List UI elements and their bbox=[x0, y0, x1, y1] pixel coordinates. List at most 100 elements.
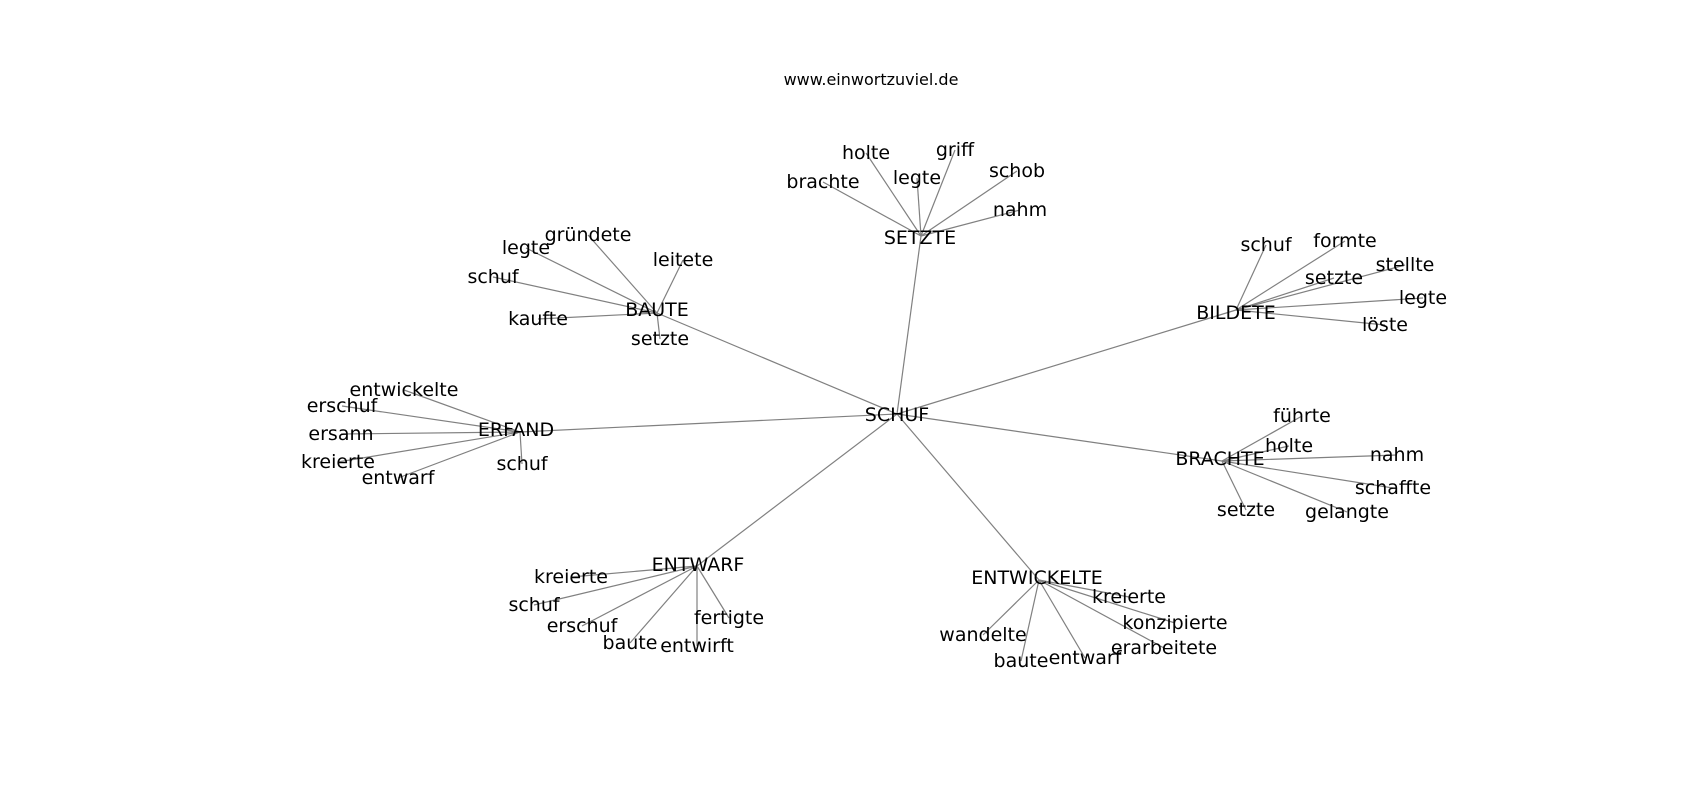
edge-root-entwarf bbox=[696, 413, 898, 567]
node-leaf-entwarf-baute: baute bbox=[603, 632, 658, 654]
node-leaf-brachte-fuehrte: führte bbox=[1273, 405, 1331, 427]
edges-layer bbox=[337, 149, 1424, 662]
node-leaf-bildete-setzte: setzte bbox=[1305, 267, 1363, 289]
edge-bildete-legte bbox=[1235, 297, 1424, 311]
edge-bildete-formte bbox=[1235, 240, 1346, 311]
edge-baute-gruendete bbox=[587, 234, 658, 314]
edge-setzte-holte bbox=[865, 152, 922, 237]
node-leaf-brachte-holte: holte bbox=[1265, 435, 1313, 457]
node-leaf-baute-kaufte: kaufte bbox=[508, 308, 568, 330]
edge-baute-schuf bbox=[492, 276, 658, 314]
node-hub-entwickelte: ENTWICKELTE bbox=[971, 567, 1103, 589]
node-leaf-setzte-brachte: brachte bbox=[786, 171, 859, 193]
edge-baute-setzte bbox=[656, 312, 661, 340]
edge-setzte-nahm bbox=[920, 209, 1021, 237]
edge-setzte-legte bbox=[916, 177, 922, 237]
node-hub-bildete: BILDETE bbox=[1196, 302, 1275, 324]
node-hub-entwarf: ENTWARF bbox=[652, 554, 745, 576]
node-leaf-erfand-entwarf: entwarf bbox=[362, 467, 436, 489]
node-leaf-erfand-erschuf: erschuf bbox=[307, 395, 379, 417]
edge-root-erfand bbox=[519, 413, 898, 433]
node-leaf-brachte-nahm: nahm bbox=[1370, 444, 1424, 466]
node-hub-baute: BAUTE bbox=[625, 299, 689, 321]
node-leaf-entwickelte-konzipierte: konzipierte bbox=[1122, 612, 1227, 634]
edge-entwickelte-baute bbox=[1020, 579, 1040, 662]
node-leaf-bildete-legte: legte bbox=[1399, 287, 1447, 309]
edge-baute-leitete bbox=[656, 259, 684, 314]
node-leaf-entwickelte-wandelte: wandelte bbox=[939, 624, 1026, 646]
edge-root-bildete bbox=[896, 309, 1237, 415]
edge-bildete-schuf bbox=[1235, 244, 1267, 311]
edge-baute-legte bbox=[525, 247, 658, 314]
edge-entwickelte-wandelte bbox=[982, 579, 1040, 636]
node-leaf-baute-gruendete: gründete bbox=[545, 224, 632, 246]
node-leaf-setzte-griff: griff bbox=[936, 139, 975, 161]
node-hub-setzte: SETZTE bbox=[884, 227, 956, 249]
edge-baute-kaufte bbox=[537, 312, 658, 320]
edge-setzte-schob bbox=[920, 170, 1018, 237]
edge-brachte-holte bbox=[1221, 445, 1290, 462]
edge-entwickelte-konzipierte bbox=[1038, 579, 1176, 624]
node-leaf-entwarf-erschuf: erschuf bbox=[547, 615, 619, 637]
node-hub-brachte: BRACHTE bbox=[1175, 448, 1264, 470]
edge-entwarf-baute bbox=[629, 565, 698, 644]
edge-root-setzte bbox=[896, 235, 922, 415]
edge-erfand-entwarf bbox=[397, 431, 521, 479]
edge-erfand-kreierte bbox=[337, 431, 521, 463]
node-leaf-bildete-stellte: stellte bbox=[1376, 254, 1435, 276]
edge-brachte-gelangte bbox=[1221, 460, 1348, 513]
edge-bildete-stellte bbox=[1235, 264, 1406, 311]
edge-brachte-nahm bbox=[1221, 454, 1398, 462]
node-hub-erfand: ERFAND bbox=[478, 419, 554, 441]
node-leaf-entwarf-entwirft: entwirft bbox=[660, 635, 734, 657]
node-leaf-baute-leitete: leitete bbox=[653, 249, 714, 271]
node-leaf-baute-schuf: schuf bbox=[467, 266, 519, 288]
edge-bildete-loeste bbox=[1235, 309, 1386, 326]
edge-brachte-fuehrte bbox=[1221, 415, 1303, 462]
node-leaf-entwickelte-entwarf: entwarf bbox=[1049, 647, 1123, 669]
edge-entwarf-kreierte bbox=[570, 565, 698, 578]
edge-root-entwickelte bbox=[896, 413, 1040, 581]
node-leaf-entwarf-kreierte: kreierte bbox=[534, 566, 608, 588]
node-leaf-entwarf-fertigte: fertigte bbox=[694, 607, 764, 629]
edge-entwarf-schuf bbox=[533, 565, 698, 606]
node-leaf-erfand-kreierte: kreierte bbox=[301, 451, 375, 473]
edge-root-brachte bbox=[896, 413, 1223, 462]
node-leaf-baute-setzte: setzte bbox=[631, 328, 689, 350]
edge-erfand-erschuf bbox=[341, 405, 521, 433]
node-leaf-bildete-formte: formte bbox=[1313, 230, 1376, 252]
node-leaf-baute-legte: legte bbox=[502, 237, 550, 259]
node-leaf-brachte-setzte: setzte bbox=[1217, 499, 1275, 521]
edge-erfand-entwickelte bbox=[403, 389, 521, 433]
edge-entwarf-fertigte bbox=[696, 565, 730, 619]
diagram-title: www.einwortzuviel.de bbox=[783, 70, 959, 89]
edge-entwickelte-entwarf bbox=[1038, 579, 1086, 659]
edge-root-baute bbox=[656, 312, 898, 415]
edge-entwarf-erschuf bbox=[581, 565, 698, 627]
edge-bildete-setzte bbox=[1235, 277, 1335, 311]
node-leaf-brachte-gelangte: gelangte bbox=[1305, 501, 1389, 523]
node-leaf-erfand-entwickelte: entwickelte bbox=[350, 379, 459, 401]
node-leaf-entwickelte-baute: baute bbox=[994, 650, 1049, 672]
node-root-schuf: SCHUF bbox=[865, 404, 929, 426]
node-leaf-entwickelte-kreierte: kreierte bbox=[1092, 586, 1166, 608]
node-leaf-setzte-schob: schob bbox=[989, 160, 1045, 182]
node-leaf-bildete-schuf: schuf bbox=[1240, 234, 1292, 256]
node-leaf-entwickelte-erarbeitete: erarbeitete bbox=[1111, 637, 1217, 659]
edge-entwickelte-erarbeitete bbox=[1038, 579, 1165, 649]
node-leaf-erfand-schuf: schuf bbox=[496, 453, 548, 475]
edge-brachte-setzte bbox=[1221, 460, 1247, 511]
node-leaf-setzte-legte: legte bbox=[893, 167, 941, 189]
node-leaf-setzte-nahm: nahm bbox=[993, 199, 1047, 221]
node-leaf-brachte-schaffte: schaffte bbox=[1355, 477, 1431, 499]
edge-erfand-ersann bbox=[340, 431, 521, 435]
node-leaf-bildete-loeste: löste bbox=[1362, 314, 1408, 336]
edge-erfand-schuf bbox=[519, 431, 523, 465]
edge-setzte-brachte bbox=[822, 181, 922, 237]
node-leaf-setzte-holte: holte bbox=[842, 142, 890, 164]
node-leaf-erfand-ersann: ersann bbox=[308, 423, 373, 445]
labels-layer: SCHUFSETZTEbrachteholtelegtegriffschobna… bbox=[301, 139, 1447, 672]
edge-entwickelte-kreierte bbox=[1038, 579, 1130, 598]
node-leaf-entwarf-schuf: schuf bbox=[508, 594, 560, 616]
